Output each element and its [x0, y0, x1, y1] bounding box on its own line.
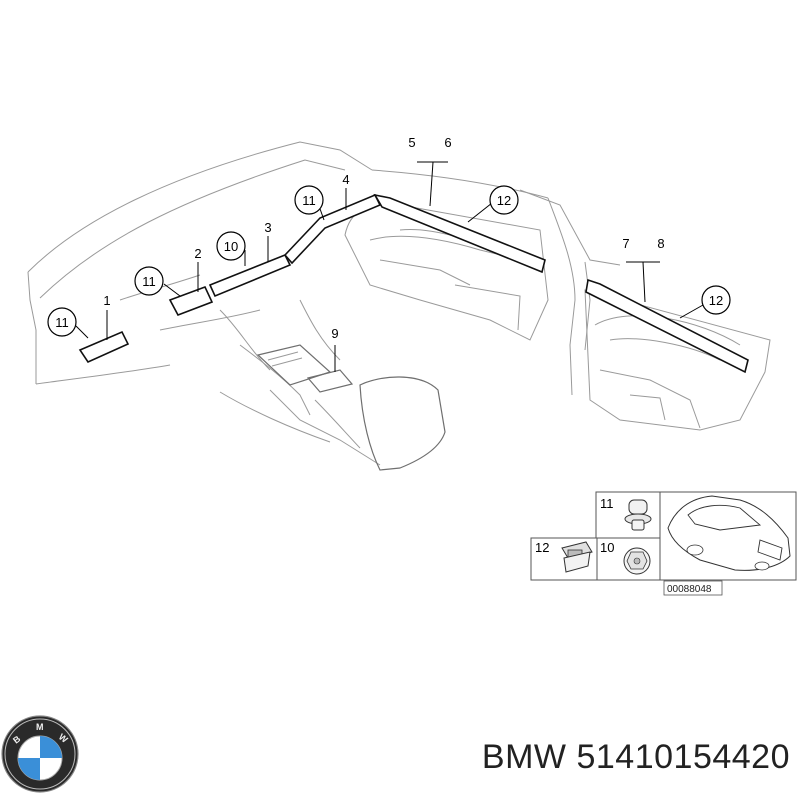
- brand-name: BMW: [481, 738, 567, 776]
- clip-11-icon: [624, 499, 652, 531]
- svg-text:10: 10: [224, 239, 238, 254]
- leader-lines: [75, 161, 704, 372]
- clip-12-icon: [561, 541, 593, 573]
- part-number: 51410154420: [576, 738, 790, 776]
- callout-3: 3: [264, 220, 271, 235]
- svg-text:11: 11: [55, 315, 69, 330]
- callout-11-left: 11: [47, 307, 77, 337]
- callout-12-front: 12: [489, 185, 519, 215]
- callout-12-rear: 12: [701, 285, 731, 315]
- clip-10-icon: [623, 547, 651, 575]
- callout-10: 10: [216, 231, 246, 261]
- svg-text:11: 11: [302, 193, 316, 208]
- callout-numbers: 1 2 3 4 5 6 7 8 9: [103, 135, 664, 341]
- callout-11-top: 11: [294, 185, 324, 215]
- trim-part-1: [78, 330, 130, 364]
- callout-1: 1: [103, 293, 110, 308]
- svg-text:11: 11: [142, 274, 156, 289]
- reference-code-box: [663, 580, 723, 596]
- svg-text:12: 12: [497, 193, 511, 208]
- callout-2: 2: [194, 246, 201, 261]
- callout-8: 8: [657, 236, 664, 251]
- inset-label-12: 12: [535, 540, 549, 555]
- svg-text:B: B: [11, 733, 23, 745]
- svg-text:M: M: [36, 722, 44, 732]
- callout-5: 5: [408, 135, 415, 150]
- bmw-logo: B M W: [1, 715, 79, 793]
- trim-part-7-8: [585, 278, 749, 374]
- callout-11-mid: 11: [134, 266, 164, 296]
- inset-clip11-box: [595, 491, 661, 539]
- callout-6: 6: [444, 135, 451, 150]
- inset-label-10: 10: [600, 540, 614, 555]
- reference-code: 00088048: [667, 584, 712, 595]
- callout-9: 9: [331, 326, 338, 341]
- callout-7: 7: [622, 236, 629, 251]
- trim-strips: [78, 193, 749, 374]
- svg-text:12: 12: [709, 293, 723, 308]
- trim-part-2: [168, 285, 214, 316]
- callout-4: 4: [342, 172, 349, 187]
- car-silhouette-icon: [667, 495, 791, 571]
- interior-sketch: [27, 141, 771, 471]
- inset-panel: 11 12 10 00088048: [530, 491, 797, 596]
- inset-label-11: 11: [600, 496, 614, 511]
- trim-part-5-6: [373, 193, 546, 274]
- trim-part-3: [208, 253, 292, 298]
- circled-callouts: 11 11 10 11 12 12: [47, 185, 731, 337]
